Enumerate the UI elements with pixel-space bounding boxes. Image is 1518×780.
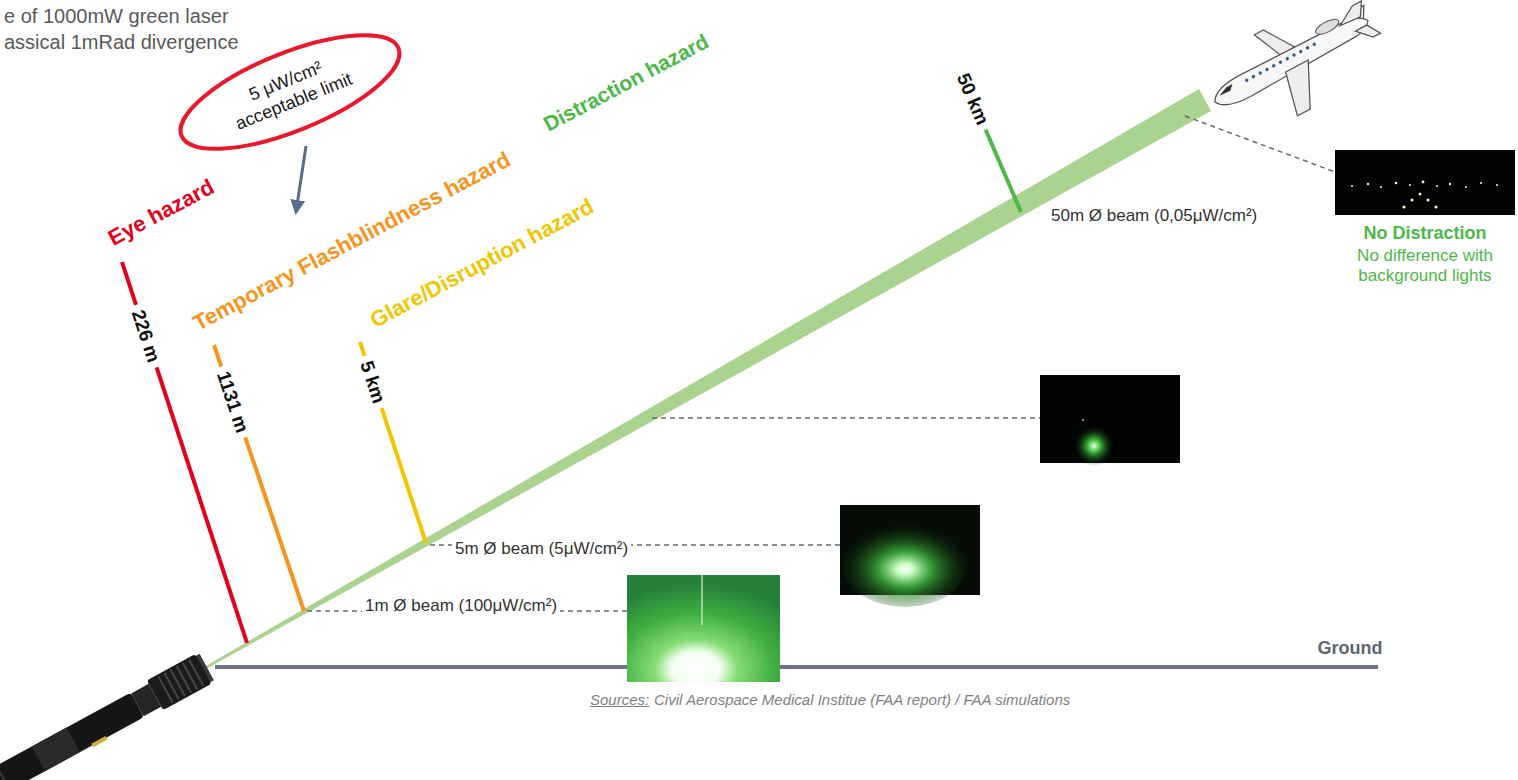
distance-tick bbox=[214, 345, 221, 366]
source-note: Sources: bbox=[590, 691, 649, 709]
airplane bbox=[1196, 0, 1397, 147]
beam-label: 50m Ø beam (0,05μW/cm²) bbox=[1048, 206, 1260, 226]
axis-label: Ground bbox=[1318, 637, 1383, 659]
status-note: No difference with background lights bbox=[1340, 246, 1510, 286]
photo-faint bbox=[1040, 375, 1180, 466]
distance-tick bbox=[382, 408, 426, 543]
source-note: Civil Aerospace Medical Institue (FAA re… bbox=[654, 691, 1070, 709]
distance-label: 50 km bbox=[951, 70, 993, 129]
distance-tick bbox=[986, 130, 1021, 212]
annotation-text: assical 1mRad divergence bbox=[4, 30, 239, 54]
photo-glare bbox=[840, 505, 980, 607]
beam-label: 1m Ø beam (100μW/cm²) bbox=[362, 596, 560, 616]
distance-tick bbox=[245, 437, 304, 611]
photo-night bbox=[1335, 150, 1515, 215]
hazard-label: Distraction hazard bbox=[539, 28, 713, 136]
hazard-label: Temporary Flashblindness hazard bbox=[189, 147, 515, 337]
distance-label: 5 km bbox=[355, 358, 390, 406]
ground-line bbox=[215, 665, 1378, 669]
laser-pointer bbox=[0, 652, 215, 780]
beam-label: 5m Ø beam (5μW/cm²) bbox=[452, 539, 631, 559]
hazard-label: Eye hazard bbox=[104, 174, 219, 251]
distance-tick bbox=[360, 342, 365, 356]
distance-label: 226 m bbox=[127, 307, 166, 365]
limit-text: 5 μW/cm² acceptable limit bbox=[212, 44, 367, 140]
pointer-arrow bbox=[296, 146, 306, 212]
photo-strong-glare bbox=[627, 575, 780, 682]
distance-label: 1131 m bbox=[212, 368, 254, 435]
annotation-text: e of 1000mW green laser bbox=[4, 4, 229, 28]
status-text: No Distraction bbox=[1335, 222, 1515, 244]
laser-beam bbox=[204, 89, 1211, 669]
distance-tick bbox=[122, 262, 136, 305]
